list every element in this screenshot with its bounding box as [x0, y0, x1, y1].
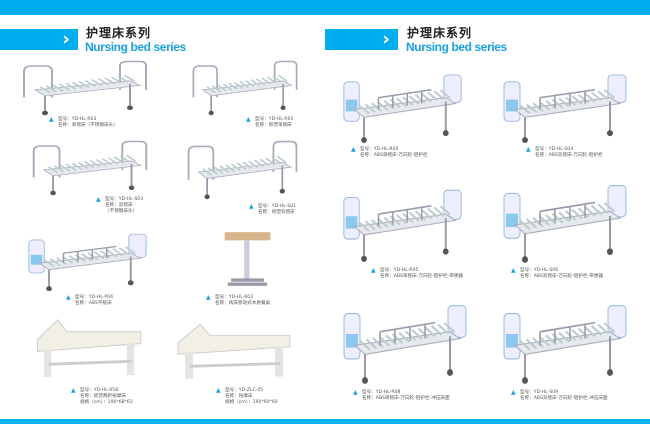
product-name: 名称：ABS单摇床-万向轮-铝护栏-冲压床面	[362, 395, 450, 401]
triangle-bullet-icon: ▲	[371, 267, 376, 274]
abs-bed-icon	[25, 230, 150, 292]
product-model: 型号：YD-HL-S09	[520, 390, 559, 395]
product-name: 名称：按摩床	[225, 393, 253, 399]
section-title-en-left: Nursing bed series	[85, 40, 186, 54]
product-name: 名称：喷塑双摇床	[258, 209, 295, 215]
product-spec: 规格（cm）：190*60*60	[225, 399, 278, 405]
abs-bed-icon	[340, 185, 465, 263]
product-name: 名称：ABS双摇床-万向轮-铝护栏-冲压床面	[520, 395, 608, 401]
triangle-bullet-icon: ▲	[249, 203, 254, 210]
product-name: 名称：喷塑两折按摩床	[80, 393, 126, 399]
section-title-en-right: Nursing bed series	[406, 40, 507, 54]
product-model: 型号：YD-HL-S03	[105, 197, 144, 202]
product-model: 型号：YD-HL-603	[215, 295, 254, 300]
triangle-bullet-icon: ▲	[71, 387, 76, 394]
triangle-bullet-icon: ▲	[49, 116, 54, 123]
product-name: 名称：病床移动式木质餐桌	[215, 300, 271, 306]
triangle-bullet-icon: ▲	[96, 196, 101, 203]
section-arrow-box-right: ›	[325, 29, 398, 50]
section-title-cn-left: 护理床系列	[86, 26, 152, 40]
metal-bed-icon	[20, 60, 150, 116]
section-arrow-box-left: ›	[0, 29, 78, 50]
product-name: 名称：ABS双摇床-万向轮-铝护栏-带便器	[520, 273, 604, 279]
bottom-banner	[0, 419, 650, 424]
metal-bed-icon	[185, 140, 300, 200]
product-model: 型号：YD-HL-R03	[58, 117, 97, 122]
abs-bed-icon	[340, 300, 470, 385]
triangle-bullet-icon: ▲	[246, 116, 251, 123]
product-name: 名称：单摇床（不锈钢床头）	[58, 122, 118, 128]
product-model: 型号：YD-HL-R08	[362, 390, 401, 395]
product-model: 型号：YD-HL-S04	[535, 147, 574, 152]
abs-bed-icon	[500, 300, 630, 385]
metal-bed-icon	[30, 140, 150, 196]
product-name: 名称：ABS单摇床-万向轮-铝护栏	[360, 152, 428, 158]
triangle-bullet-icon: ▲	[206, 294, 211, 301]
chevron-right-icon: ›	[62, 28, 70, 50]
product-model: 型号：YD-HL-S06	[520, 268, 559, 273]
triangle-bullet-icon: ▲	[526, 146, 531, 153]
triangle-bullet-icon: ▲	[66, 294, 71, 301]
abs-bed-icon	[500, 180, 630, 264]
product-name: 名称：ABS双摇床-万向轮-铝护栏	[535, 152, 603, 158]
top-banner	[0, 0, 650, 15]
product-model: 型号：YD-ZLC-05	[225, 388, 264, 393]
product-name: 名称：ABS单摇床-万向轮-铝护栏-带便器	[380, 273, 464, 279]
product-name: 名称：喷塑单摇床	[255, 122, 292, 128]
massage-bed-icon	[30, 310, 150, 384]
chevron-right-icon: ›	[382, 28, 390, 50]
product-name: 名称：双摇床	[105, 202, 133, 208]
triangle-bullet-icon: ▲	[351, 146, 356, 153]
product-model: 型号：YD-HL-P04	[75, 295, 113, 300]
product-spec: 规格（cm）：190*68*63	[80, 399, 133, 405]
product-model: 型号：YD-HL-R05	[380, 268, 419, 273]
product-name: 名称：ABS平板床	[75, 300, 112, 306]
metal-bed-icon	[190, 60, 300, 116]
triangle-bullet-icon: ▲	[353, 389, 358, 396]
product-model: 型号：YD-HL-R01	[255, 117, 294, 122]
massage-bed-icon	[170, 315, 300, 385]
triangle-bullet-icon: ▲	[216, 387, 221, 394]
product-model: 型号：YD-HL-R04	[360, 147, 399, 152]
product-model: 型号：YD-HL-S01	[258, 204, 297, 209]
triangle-bullet-icon: ▲	[511, 267, 516, 274]
product-model: 型号：YD-HL-058	[80, 388, 119, 393]
triangle-bullet-icon: ▲	[511, 389, 516, 396]
product-spec: （不锈钢床头）	[105, 208, 138, 214]
section-title-cn-right: 护理床系列	[407, 26, 473, 40]
abs-bed-icon	[340, 70, 465, 144]
table-icon	[205, 228, 290, 290]
abs-bed-icon	[500, 70, 630, 144]
